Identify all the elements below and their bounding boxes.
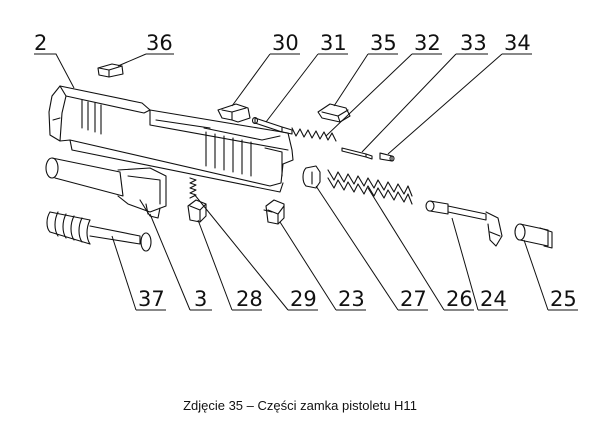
callout-31: 31 [320,31,347,55]
spring-cap-part [302,165,321,189]
callout-27: 27 [400,287,427,311]
firing-pin-part [341,147,373,160]
callout-34: 34 [504,31,531,55]
leader-37 [111,235,166,311]
callout-2: 2 [34,31,47,55]
callout-35: 35 [370,31,397,55]
leader-36 [117,53,174,67]
cover-plate-part [317,103,351,123]
recoil-spring-part [46,211,152,252]
callout-37: 37 [138,287,165,311]
leader-32 [325,53,442,137]
small-pin-part [379,152,395,162]
figure-caption: Zdjęcie 35 – Części zamka pistoletu H11 [183,398,417,413]
leader-30 [231,53,300,107]
slide-part [48,85,294,193]
callout-33: 33 [460,31,487,55]
indicator-part [263,199,285,225]
callout-24: 24 [480,287,507,311]
callout-26: 26 [446,287,473,311]
callout-29: 29 [290,287,317,311]
leader-24 [451,217,508,311]
leader-3 [149,213,212,311]
callout-30: 30 [272,31,299,55]
front-sight-part [97,63,124,78]
striker-rod-part [251,116,293,135]
main-spring-part [327,169,413,205]
leader-31 [265,53,348,123]
leader-26 [367,187,474,311]
leader-34 [387,53,532,155]
rear-sight-part [217,103,251,123]
leader-29 [193,193,318,311]
leader-35 [333,53,398,107]
callout-23: 23 [338,287,365,311]
sleeve-part [514,223,553,249]
leader-28 [197,219,262,311]
leader-25 [523,239,578,311]
striker-spring-part [291,127,337,142]
callout-3: 3 [194,287,207,311]
callout-32: 32 [414,31,441,55]
callout-25: 25 [550,287,577,311]
callout-36: 36 [146,31,173,55]
callout-28: 28 [236,287,263,311]
leader-23 [279,221,366,311]
barrel-part [45,157,167,219]
extractor-part [187,199,207,223]
leader-27 [315,185,428,311]
guide-rod-part [425,200,503,247]
leader-33 [361,53,488,153]
leader-2 [34,53,75,89]
